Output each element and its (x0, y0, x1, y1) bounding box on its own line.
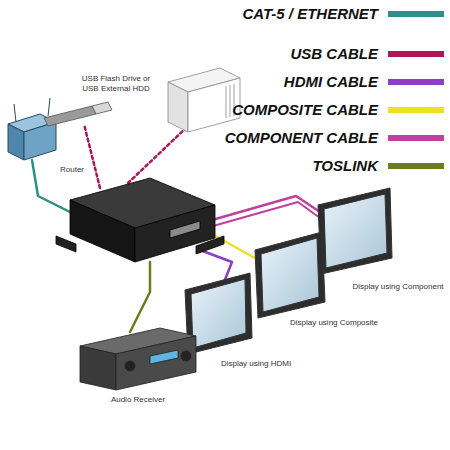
legend-row: CAT-5 / ETHERNET (0, 4, 450, 24)
component-cable (213, 202, 320, 226)
external-hdd-icon-part (226, 86, 227, 118)
label-text: Audio Receiver (111, 395, 165, 405)
media-player-box (56, 178, 224, 262)
label-text: USB Flash Drive or USB External HDD (79, 74, 153, 93)
external-hdd-icon-part (168, 82, 188, 132)
router-icon-part (14, 104, 16, 122)
usb-cable (128, 128, 186, 183)
label-text: Router (60, 165, 84, 175)
legend-swatch (388, 11, 444, 17)
media-player-box-part (135, 205, 215, 262)
display-label: Display using Composite (290, 318, 378, 328)
flash-drive-icon-part (44, 106, 96, 126)
legend-row: TOSLINK (0, 156, 450, 176)
legend-row: HDMI CABLE (0, 72, 450, 92)
device-label: Audio Receiver (111, 395, 165, 405)
display-component-icon-part (324, 194, 387, 268)
toslink-cable (130, 262, 150, 332)
legend-text: COMPOSITE CABLE (232, 100, 378, 120)
cables (32, 124, 320, 332)
media-player-box-part (170, 221, 200, 238)
legend-text: TOSLINK (312, 156, 378, 176)
device-label: USB Flash Drive or USB External HDD (79, 74, 153, 93)
legend-swatch (388, 79, 444, 85)
display-label: Display using Component (352, 282, 443, 292)
label-text: Display using Composite (290, 318, 378, 328)
label-text: Display using HDMI (221, 359, 291, 369)
legend-row: USB CABLE (0, 44, 450, 64)
legend-swatch (388, 107, 444, 113)
legend-text: HDMI CABLE (284, 72, 378, 92)
external-hdd-icon-part (230, 85, 231, 117)
legend-text: CAT-5 / ETHERNET (242, 4, 378, 24)
media-player-box-part (70, 200, 135, 262)
legend-swatch (388, 163, 444, 169)
legend-text: USB CABLE (290, 44, 378, 64)
usb-cable (84, 124, 100, 188)
legend-text: COMPONENT CABLE (225, 128, 378, 148)
external-hdd-icon (168, 68, 240, 132)
display-label: Display using HDMI (221, 359, 291, 369)
legend-row: COMPOSITE CABLE (0, 100, 450, 120)
audio-receiver-icon-part (150, 350, 178, 364)
display-composite-icon-part (255, 232, 325, 318)
audio-receiver-icon (80, 328, 196, 390)
component-cable (212, 196, 320, 220)
media-player-box-part (56, 236, 76, 252)
router-icon (8, 98, 56, 160)
legend-swatch (388, 51, 444, 57)
audio-receiver-icon-part (116, 336, 196, 390)
display-composite-icon (255, 232, 325, 318)
router-icon-part (48, 98, 50, 116)
audio-receiver-icon-part (80, 346, 116, 390)
hdmi-cable (200, 250, 232, 282)
audio-receiver-icon-part (181, 351, 191, 361)
display-hdmi-icon-part (191, 279, 246, 348)
router-icon-part (8, 124, 24, 160)
flash-drive-icon-part (92, 102, 112, 114)
display-component-icon-part (318, 188, 392, 274)
router-icon-part (24, 122, 56, 160)
device-label: Router (60, 165, 84, 175)
legend-row: COMPONENT CABLE (0, 128, 450, 148)
flash-drive-icon (44, 102, 112, 126)
label-text: Display using Component (352, 282, 443, 292)
legend-swatch (388, 135, 444, 141)
display-component-icon (318, 188, 392, 274)
audio-receiver-icon-part (125, 361, 135, 371)
display-composite-icon-part (261, 238, 319, 312)
